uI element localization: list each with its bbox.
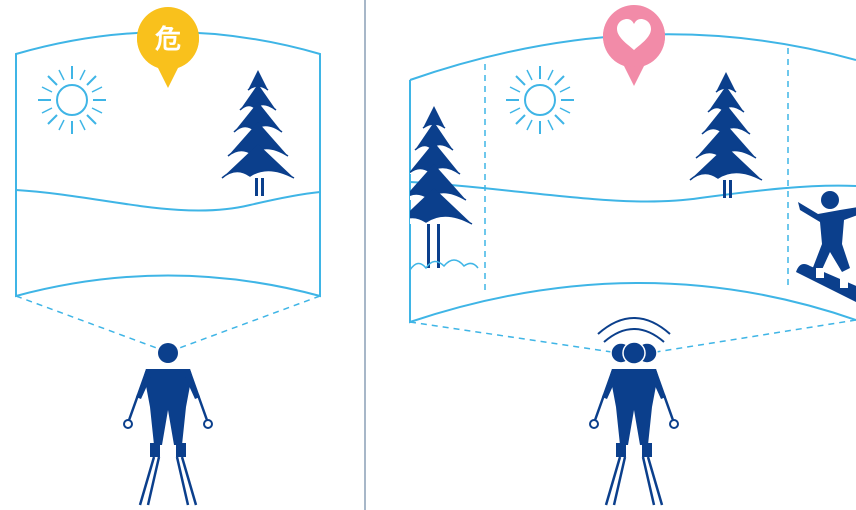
skier-figure (124, 343, 212, 505)
skier-turning-figure (590, 342, 678, 505)
heart-badge (603, 5, 665, 86)
sun-icon (38, 66, 106, 134)
right-panel (396, 5, 856, 505)
head-turn-motion-icon (598, 318, 670, 342)
right-horizon (410, 182, 856, 202)
danger-badge-glyph: 危 (155, 24, 181, 55)
snowy-tree-left-icon (396, 106, 472, 268)
snowboarder-figure (796, 191, 856, 306)
snowy-tree-center-icon (690, 72, 762, 198)
right-view-line-right (656, 320, 856, 352)
left-panel: 危 (16, 7, 320, 505)
danger-badge: 危 (137, 7, 199, 88)
left-horizon (16, 190, 320, 211)
snow-bumps (410, 260, 478, 270)
left-view-line-right (174, 296, 320, 350)
sun-icon-right (506, 66, 574, 134)
snowy-tree-icon (222, 70, 294, 196)
right-view-line-left (410, 322, 612, 352)
left-view-line-left (16, 296, 162, 350)
